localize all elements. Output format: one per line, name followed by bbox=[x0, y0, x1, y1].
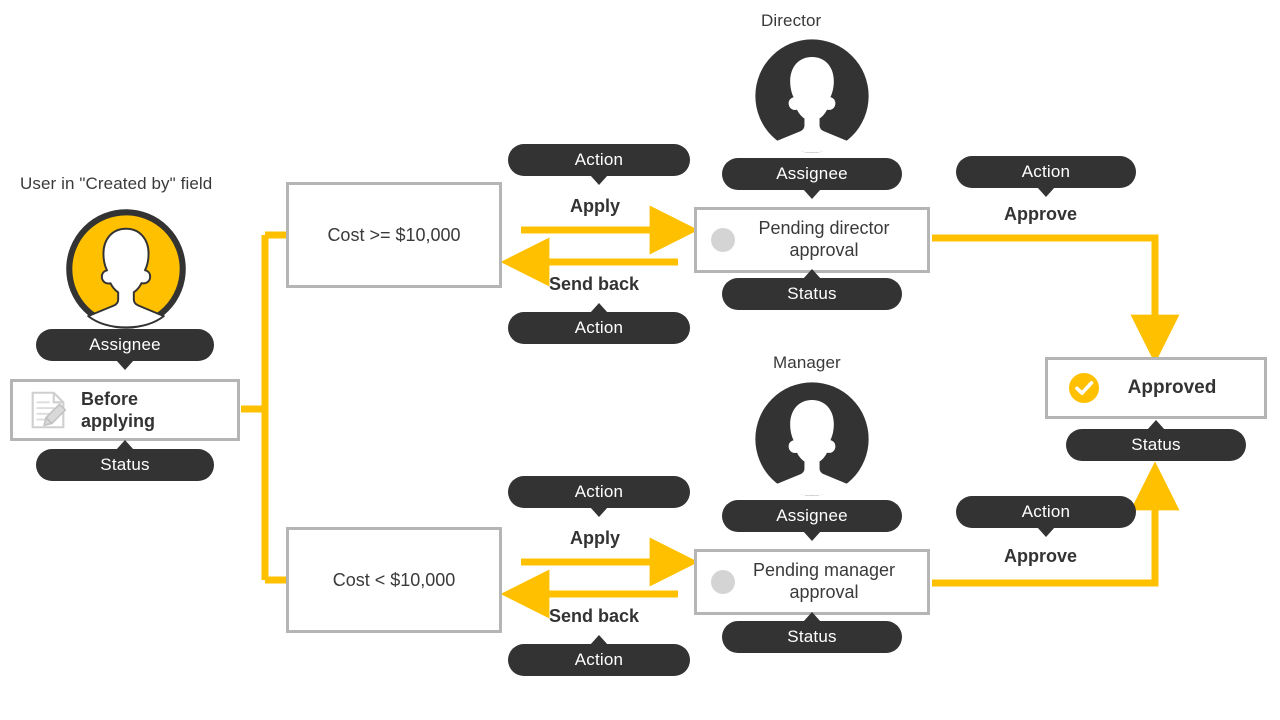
condition-low-label: Cost < $10,000 bbox=[332, 569, 456, 590]
apply-action-pill-manager: Action bbox=[508, 476, 690, 517]
condition-high-label: Cost >= $10,000 bbox=[327, 224, 461, 245]
requester-status-label: Before applying bbox=[81, 388, 155, 433]
manager-status-line2: approval bbox=[789, 582, 859, 602]
director-status-pill-label: Status bbox=[787, 284, 837, 303]
sendback-action-pill-director-label: Action bbox=[574, 318, 624, 337]
requester-caption: User in "Created by" field bbox=[20, 174, 213, 193]
approve-action-pill-director: Action bbox=[956, 156, 1136, 197]
check-circle-icon bbox=[1068, 372, 1100, 404]
requester-assignee-label: Assignee bbox=[89, 335, 161, 354]
manager-status-pill: Status bbox=[722, 612, 902, 653]
sendback-action-pill-director: Action bbox=[508, 303, 690, 344]
apply-label-director: Apply bbox=[570, 196, 621, 216]
director-status-pill: Status bbox=[722, 269, 902, 310]
manager-assignee-pill: Assignee bbox=[722, 500, 902, 541]
manager-caption: Manager bbox=[773, 353, 841, 372]
sendback-action-pill-manager-label: Action bbox=[574, 650, 624, 669]
director-assignee-pill: Assignee bbox=[722, 158, 902, 199]
requester-status-pill: Status bbox=[36, 440, 214, 481]
requester-status-box[interactable]: Before applying bbox=[10, 379, 240, 441]
director-assignee-label: Assignee bbox=[776, 164, 848, 183]
user-avatar-yellow-icon bbox=[65, 208, 187, 330]
wire-approve-director bbox=[932, 234, 1180, 364]
condition-box-high[interactable]: Cost >= $10,000 bbox=[286, 182, 502, 288]
approve-label-manager: Approve bbox=[1004, 546, 1078, 566]
wire-split-to-conditions bbox=[241, 231, 286, 584]
manager-status-line1: Pending manager bbox=[752, 560, 896, 581]
director-caption: Director bbox=[761, 11, 822, 30]
document-edit-icon bbox=[25, 387, 71, 433]
approve-action-pill-director-label: Action bbox=[1021, 162, 1071, 181]
sendback-label-director: Send back bbox=[549, 274, 640, 294]
sendback-label-manager: Send back bbox=[549, 606, 640, 626]
manager-status-box[interactable]: Pending manager approval bbox=[694, 549, 930, 615]
pending-dot-icon bbox=[711, 570, 735, 594]
apply-action-pill-director: Action bbox=[508, 144, 690, 185]
manager-assignee-label: Assignee bbox=[776, 506, 848, 525]
apply-action-pill-manager-label: Action bbox=[574, 482, 624, 501]
approve-action-pill-manager-label: Action bbox=[1021, 502, 1071, 521]
pending-dot-icon bbox=[711, 228, 735, 252]
apply-label-manager: Apply bbox=[570, 528, 621, 548]
director-status-line2: approval bbox=[789, 240, 859, 260]
manager-status-pill-label: Status bbox=[787, 627, 837, 646]
approved-status-pill-label: Status bbox=[1131, 435, 1181, 454]
approved-status-box[interactable]: Approved bbox=[1045, 357, 1267, 419]
director-status-line1: Pending director bbox=[758, 218, 890, 239]
requester-status-pill-label: Status bbox=[100, 455, 150, 474]
manager-status-label: Pending manager approval bbox=[735, 560, 913, 603]
director-status-label: Pending director approval bbox=[735, 218, 913, 261]
user-avatar-dark-icon bbox=[753, 380, 871, 498]
approved-status-label: Approved bbox=[1127, 377, 1217, 399]
approved-status-pill: Status bbox=[1066, 420, 1246, 461]
director-status-box[interactable]: Pending director approval bbox=[694, 207, 930, 273]
user-avatar-dark-icon bbox=[753, 37, 871, 155]
requester-status-line2: applying bbox=[81, 411, 156, 431]
approve-label-director: Approve bbox=[1004, 204, 1078, 224]
approve-action-pill-manager: Action bbox=[956, 496, 1136, 537]
requester-status-line1: Before bbox=[81, 388, 139, 409]
condition-box-low[interactable]: Cost < $10,000 bbox=[286, 527, 502, 633]
sendback-action-pill-manager: Action bbox=[508, 635, 690, 676]
requester-assignee-pill: Assignee bbox=[36, 329, 214, 370]
apply-action-pill-director-label: Action bbox=[574, 150, 624, 169]
